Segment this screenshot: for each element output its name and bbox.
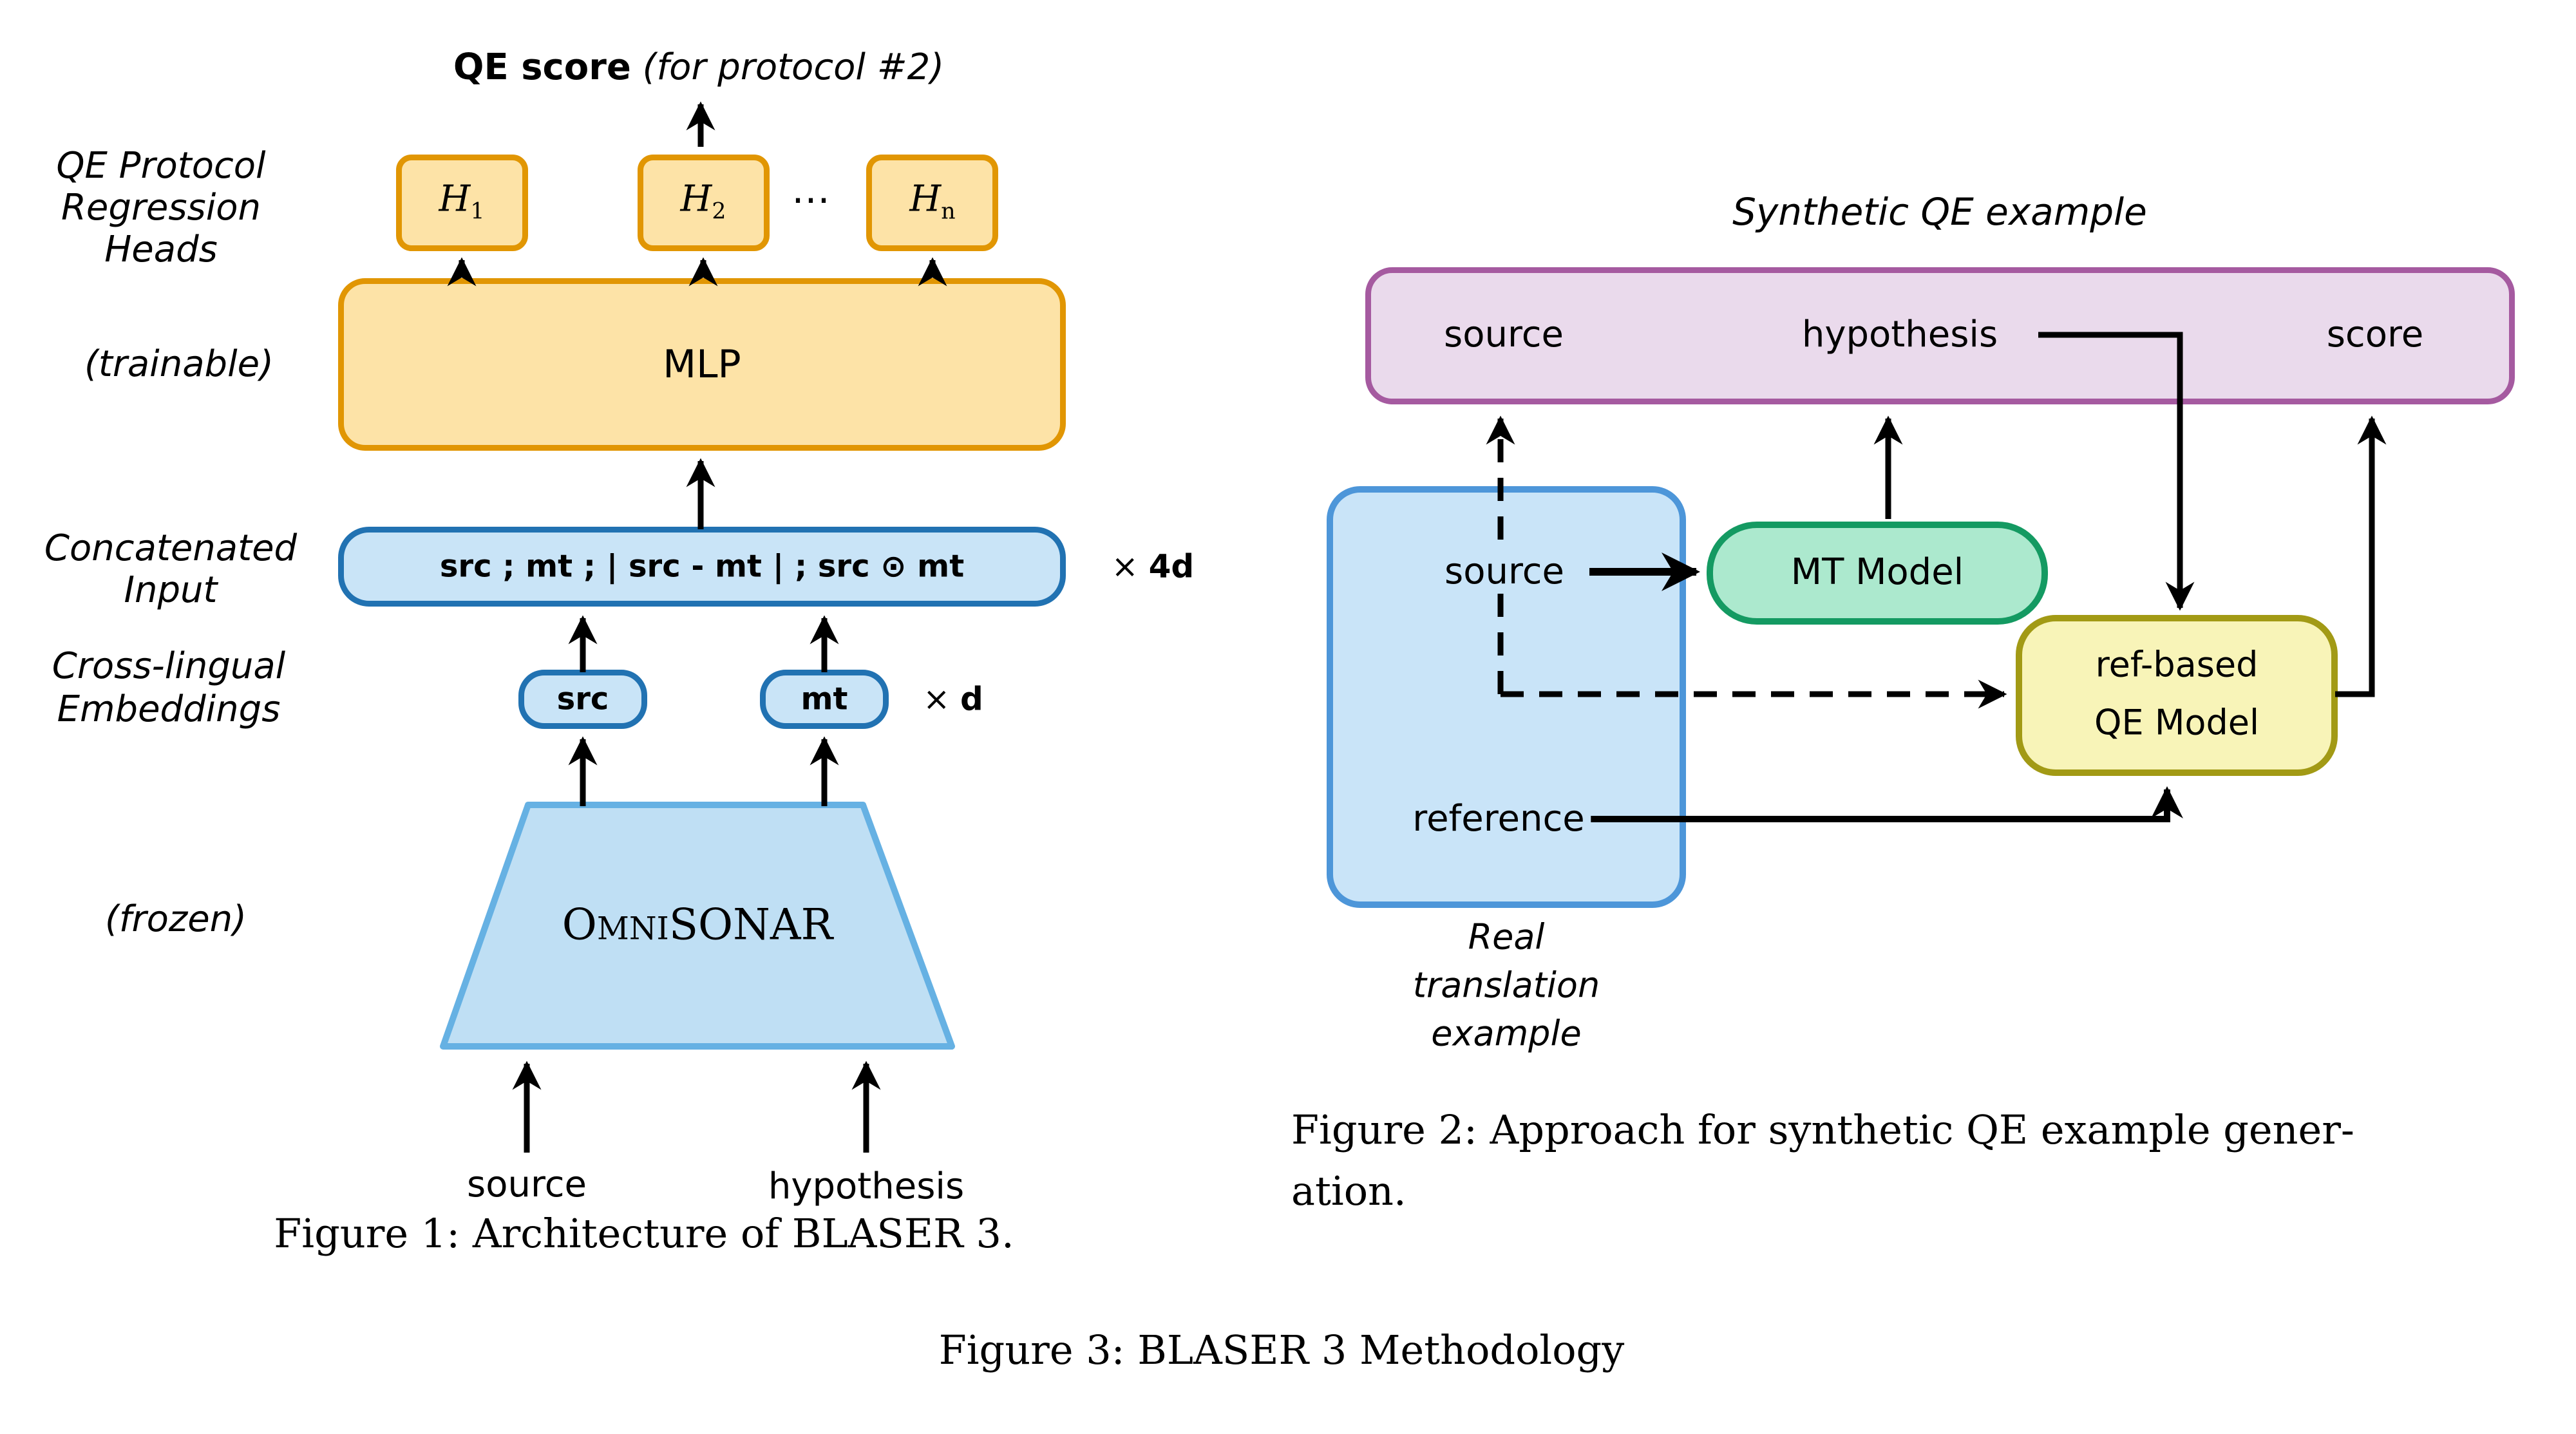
qe-score-italic: (for protocol #2) bbox=[630, 46, 945, 89]
regression-head-h1-box bbox=[396, 155, 528, 251]
concat-label-line2: Input bbox=[124, 569, 218, 612]
omnisonar-rest: SONAR bbox=[668, 900, 833, 950]
synthetic-source-label: source bbox=[1444, 314, 1564, 356]
qe-model-label-line1: ref-based bbox=[2095, 644, 2259, 685]
real-caption-line1: Real bbox=[1468, 916, 1545, 958]
h2-sub: 2 bbox=[712, 198, 726, 225]
line-qemodel-to-score bbox=[2335, 415, 2387, 697]
regression-head-hn-box bbox=[866, 155, 998, 251]
hn-base: H bbox=[909, 178, 942, 220]
synthetic-score-label: score bbox=[2326, 314, 2424, 356]
h2-base: H bbox=[680, 178, 712, 220]
mt-embedding-pill bbox=[760, 670, 889, 729]
embed-label-line1: Cross-lingual bbox=[52, 645, 286, 688]
frozen-label: (frozen) bbox=[104, 898, 247, 941]
concat-formula: src ; mt ; | src - mt | ; src ⊙ mt bbox=[439, 548, 965, 585]
real-caption-line2: translation bbox=[1412, 965, 1600, 1006]
concatenated-input-box bbox=[338, 527, 1066, 607]
synthetic-example-box bbox=[1365, 267, 2515, 404]
qe-model-box bbox=[2016, 615, 2338, 776]
head-h1-label: H1 bbox=[439, 178, 485, 225]
concat-label-line1: Concatenated bbox=[44, 527, 298, 570]
times-4d-value: 4d bbox=[1148, 547, 1195, 585]
figure1-caption: Figure 1: Architecture of BLASER 3. bbox=[274, 1209, 1014, 1257]
qe-model-label-line2: QE Model bbox=[2094, 702, 2259, 743]
omnisonar-cap: O bbox=[562, 900, 597, 950]
mlp-label: MLP bbox=[663, 342, 741, 387]
times-4d-label: × 4d bbox=[1112, 549, 1194, 585]
real-translation-box bbox=[1327, 486, 1686, 908]
omnisonar-label: OmniSONAR bbox=[562, 900, 833, 950]
src-pill-label: src bbox=[556, 681, 609, 717]
hn-sub: n bbox=[941, 198, 956, 225]
figure3-caption: Figure 3: BLASER 3 Methodology bbox=[938, 1326, 1625, 1373]
real-reference-label: reference bbox=[1406, 798, 1591, 840]
heads-ellipsis: ⋯ bbox=[791, 177, 834, 222]
h1-sub: 1 bbox=[470, 198, 485, 225]
src-embedding-pill bbox=[518, 670, 647, 729]
times-4d-times: × bbox=[1111, 547, 1139, 585]
mt-model-box bbox=[1707, 522, 2048, 625]
embed-label-line2: Embeddings bbox=[57, 688, 281, 731]
real-caption-line3: example bbox=[1431, 1013, 1582, 1054]
trainable-label: (trainable) bbox=[84, 343, 274, 386]
qe-score-title: QE score (for protocol #2) bbox=[453, 48, 944, 88]
times-d-label: × d bbox=[923, 680, 983, 718]
fig1-source-label: source bbox=[467, 1164, 587, 1206]
mt-model-label: MT Model bbox=[1790, 551, 1964, 594]
qe-score-bold: QE score bbox=[453, 46, 631, 89]
h1-base: H bbox=[439, 178, 471, 220]
real-source-label: source bbox=[1438, 551, 1571, 593]
omnisonar-smallcaps: mni bbox=[596, 910, 669, 947]
times-d-times: × bbox=[923, 680, 951, 718]
figure2-caption-line2: ation. bbox=[1291, 1167, 1406, 1214]
head-hn-label: Hn bbox=[909, 178, 956, 225]
synthetic-title: Synthetic QE example bbox=[1732, 190, 2147, 234]
regression-head-h2-box bbox=[638, 155, 770, 251]
synthetic-hypothesis-label: hypothesis bbox=[1801, 314, 1998, 356]
mt-pill-label: mt bbox=[800, 681, 848, 717]
head-h2-label: H2 bbox=[680, 178, 726, 225]
heads-label-line2: Regression bbox=[61, 187, 261, 229]
times-d-value: d bbox=[960, 680, 983, 718]
fig1-hypothesis-label: hypothesis bbox=[768, 1165, 965, 1208]
heads-label-line3: Heads bbox=[104, 229, 218, 271]
heads-label-line1: QE Protocol bbox=[56, 145, 266, 187]
figure2-caption-line1: Figure 2: Approach for synthetic QE exam… bbox=[1291, 1106, 2354, 1153]
